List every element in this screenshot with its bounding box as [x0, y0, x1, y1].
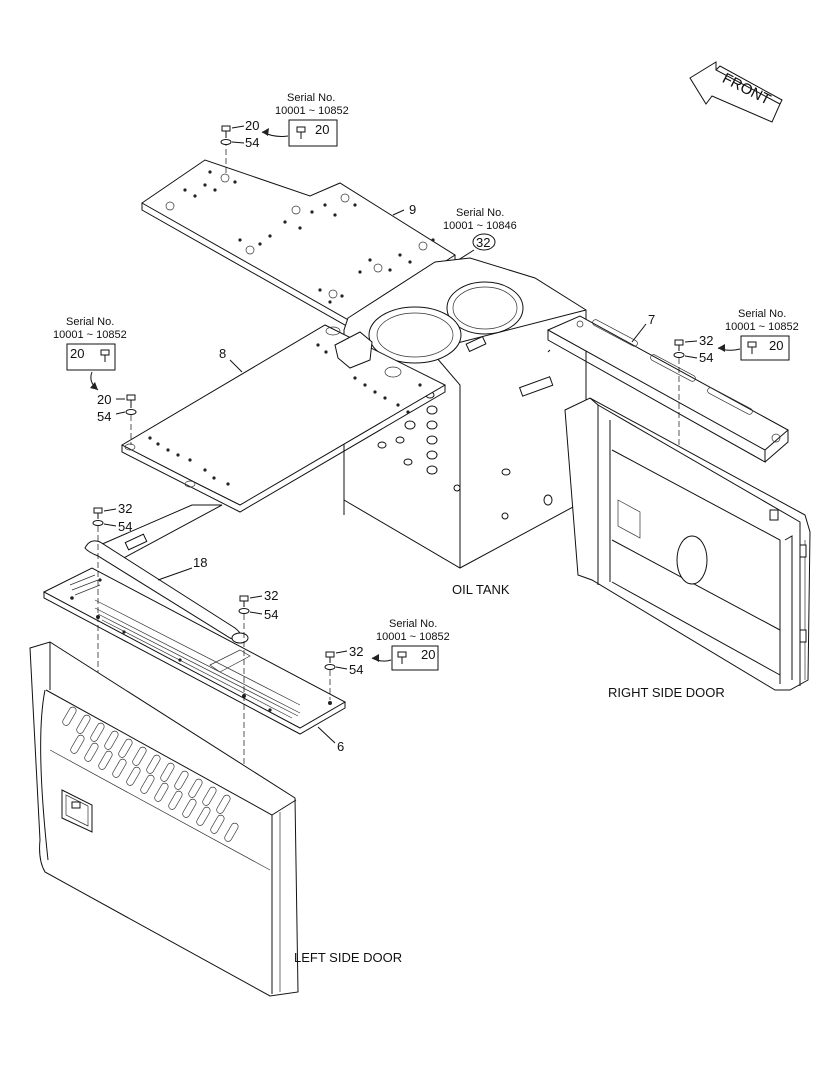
serial-note-lower-part: 20	[421, 647, 435, 662]
part-number-6: 6	[337, 739, 344, 754]
serial-note-left: Serial No. 10001 ~ 10852 20	[53, 316, 127, 391]
panel-9-fastener-holes	[165, 173, 428, 299]
fastener-group-lower-right: 32 54	[324, 644, 363, 700]
serial-note-lower: Serial No. 10001 ~ 10852 20	[371, 618, 450, 671]
serial-note-top-range: 10001 ~ 10852	[275, 105, 349, 117]
panel-8: 8	[120, 324, 447, 513]
caption-left-side-door: LEFT SIDE DOOR	[294, 950, 402, 965]
part-number-32-lower-left: 32	[118, 501, 132, 516]
part-number-32-lower-right: 32	[349, 644, 363, 659]
serial-note-top-part: 20	[315, 122, 329, 137]
serial-note-left-range: 10001 ~ 10852	[53, 329, 127, 341]
part-number-54-top: 54	[245, 135, 259, 150]
serial-note-center-title: Serial No.	[456, 207, 504, 219]
serial-note-top-title: Serial No.	[287, 92, 335, 104]
part-number-20-top: 20	[245, 118, 259, 133]
serial-note-lower-range: 10001 ~ 10852	[376, 631, 450, 643]
left-door-vent-slots	[62, 706, 239, 842]
oil-tank-ports	[377, 391, 553, 520]
part-number-7: 7	[648, 312, 655, 327]
bracket-18: 18	[84, 504, 249, 644]
part-number-54-left: 54	[97, 409, 111, 424]
fastener-group-lower-left: 32 54	[92, 501, 132, 690]
panel-8-holes	[124, 326, 402, 488]
part-number-54-right: 54	[699, 350, 713, 365]
fastener-group-left: 20 54	[97, 392, 137, 445]
left-side-door: LEFT SIDE DOOR	[29, 641, 402, 997]
right-side-door: RIGHT SIDE DOOR	[564, 397, 811, 700]
panel-6-slots	[69, 574, 301, 719]
part-number-8: 8	[219, 346, 226, 361]
part-number-54-lower-left: 54	[118, 519, 132, 534]
serial-note-center-range: 10001 ~ 10846	[443, 220, 517, 232]
serial-note-lower-title: Serial No.	[389, 618, 437, 630]
front-arrow: FRONT	[689, 61, 783, 123]
oil-tank: OIL TANK	[343, 257, 587, 597]
fastener-group-right: 32 54	[673, 333, 713, 465]
serial-note-left-title: Serial No.	[66, 316, 114, 328]
part-number-20-left: 20	[97, 392, 111, 407]
part-number-9: 9	[409, 202, 416, 217]
serial-note-left-part: 20	[70, 346, 84, 361]
serial-note-right: Serial No. 10001 ~ 10852 20	[717, 308, 799, 361]
serial-note-center-part: 32	[476, 235, 490, 250]
fastener-group-lower-center: 32 54	[238, 588, 278, 775]
part-number-54-lower-right: 54	[349, 662, 363, 677]
panel-6: 6	[42, 567, 347, 754]
fastener-group-top: 20 54	[220, 118, 259, 175]
caption-oil-tank: OIL TANK	[452, 582, 510, 597]
panel-9-dimple-pattern	[183, 170, 435, 304]
part-number-18: 18	[193, 555, 207, 570]
bracket-7: 7	[546, 312, 789, 463]
part-number-32-right: 32	[699, 333, 713, 348]
serial-note-right-part: 20	[769, 338, 783, 353]
part-number-32-lower-center: 32	[264, 588, 278, 603]
caption-right-side-door: RIGHT SIDE DOOR	[608, 685, 725, 700]
part-number-54-lower-center: 54	[264, 607, 278, 622]
serial-note-right-title: Serial No.	[738, 308, 786, 320]
panel-8-dimple-pattern	[148, 343, 422, 486]
serial-note-right-range: 10001 ~ 10852	[725, 321, 799, 333]
serial-note-top: Serial No. 10001 ~ 10852 20	[261, 92, 349, 147]
